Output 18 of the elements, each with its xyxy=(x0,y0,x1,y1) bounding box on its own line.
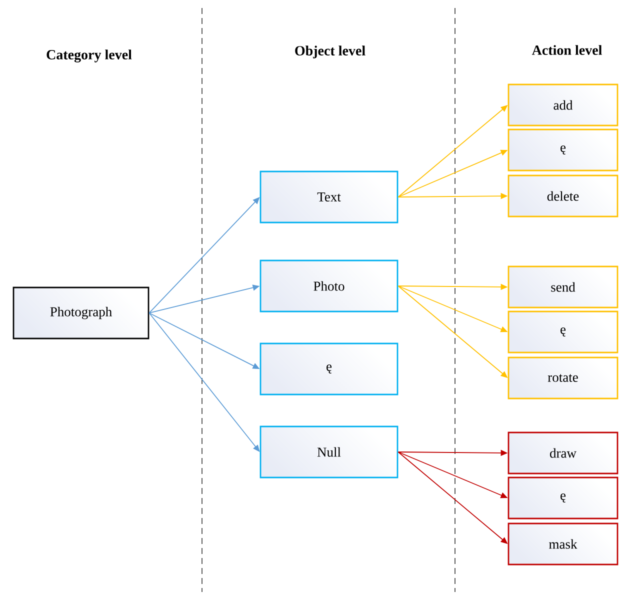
process-box: draw xyxy=(508,432,618,474)
process-box: ę xyxy=(508,128,618,172)
process-box: add xyxy=(508,84,618,126)
process-box: ę xyxy=(260,342,398,396)
process-box: send xyxy=(508,266,618,308)
process-box: Null xyxy=(260,426,398,478)
process-box: mask xyxy=(508,522,618,566)
process-box: Text xyxy=(260,170,398,224)
process-box: rotate xyxy=(508,356,618,400)
process-box: delete xyxy=(508,174,618,218)
process-box: ę xyxy=(508,476,618,520)
column-heading: Category level xyxy=(46,50,132,62)
process-box: Photo xyxy=(260,260,398,312)
column-heading: Action level xyxy=(532,45,602,55)
process-box: ę xyxy=(508,310,618,354)
process-box: Photograph xyxy=(12,286,150,340)
arrow xyxy=(148,312,260,452)
column-heading: Object level xyxy=(295,46,366,58)
